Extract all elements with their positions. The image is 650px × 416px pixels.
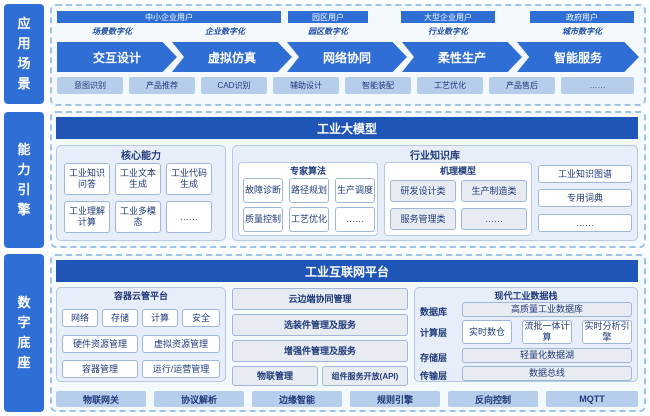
data-stack-title: 现代工业数据栈 bbox=[494, 290, 558, 301]
chevron-step: 网络协同 bbox=[287, 42, 407, 72]
expert-algorithm-title: 专家算法 bbox=[289, 165, 326, 176]
cloud-resource-item: 安全 bbox=[182, 309, 220, 327]
mechanism-model-item: 生产制造类 bbox=[461, 180, 527, 202]
platform-title-bar: 工业互联网平台 bbox=[56, 260, 638, 282]
core-capability-item: …… bbox=[166, 201, 212, 233]
core-capability-title: 核心能力 bbox=[121, 150, 161, 162]
cloud-resource-item: 计算 bbox=[142, 309, 178, 327]
knowledge-more-item: …… bbox=[538, 214, 632, 232]
stack-layer-label: 数据库 bbox=[420, 307, 448, 317]
expert-algorithm-item: 故障诊断 bbox=[243, 178, 283, 203]
cloud-management-item: 硬件资源管理 bbox=[62, 335, 138, 353]
knowledge-graph-item: 工业知识图谱 bbox=[538, 165, 632, 183]
stack-layer-label: 传输层 bbox=[420, 371, 448, 381]
scenario-pill: 意图识别 bbox=[57, 77, 123, 94]
cloud-management-item: 运行/运营管理 bbox=[142, 360, 220, 378]
component-api: 组件服务开放(API) bbox=[322, 366, 408, 386]
enhanced-parts-service: 增强件管理及服务 bbox=[232, 340, 408, 362]
dictionary-item: 专用词典 bbox=[538, 189, 632, 207]
user-sub: 城市数字化 bbox=[562, 26, 602, 36]
knowledge-base-title: 行业知识库 bbox=[410, 150, 460, 162]
cloud-resource-item: 存储 bbox=[102, 309, 138, 327]
mechanism-model-item: 研发设计类 bbox=[390, 180, 456, 202]
user-sub: 企业数字化 bbox=[205, 26, 245, 36]
core-capability-item: 工业理解计算 bbox=[64, 201, 110, 233]
scenario-pill: 辅助设计 bbox=[273, 77, 339, 94]
edge-capability-pill: 边缘智能 bbox=[252, 391, 342, 407]
user-sub: 园区数字化 bbox=[308, 26, 348, 36]
expert-algorithm-item: 工艺优化 bbox=[289, 207, 329, 232]
edge-capability-pill: 协议解析 bbox=[154, 391, 244, 407]
scenario-pill: 工艺优化 bbox=[417, 77, 483, 94]
stack-layer-label: 计算层 bbox=[420, 328, 448, 338]
scenario-pill: 产品推荐 bbox=[129, 77, 195, 94]
mechanism-model-item: 服务管理类 bbox=[390, 208, 456, 230]
stack-layer-item: 高质量工业数据库 bbox=[462, 302, 632, 317]
edge-capability-pill: MQTT bbox=[546, 391, 638, 407]
edge-capability-pill: 物联网关 bbox=[56, 391, 146, 407]
iot-management: 物联管理 bbox=[232, 366, 318, 386]
user-sub: 场景数字化 bbox=[92, 26, 132, 36]
chevron-step: 智能服务 bbox=[517, 42, 639, 72]
stack-layer-label: 存储层 bbox=[420, 353, 448, 363]
expert-algorithm-item: 质量控制 bbox=[243, 207, 283, 232]
edge-capability-pill: 反向控制 bbox=[448, 391, 538, 407]
stack-layer-item: 流批一体计算 bbox=[522, 320, 572, 344]
mechanism-model-item: …… bbox=[461, 208, 527, 230]
expert-algorithm-item: 路径规划 bbox=[289, 178, 329, 203]
stack-layer-item: 数据总线 bbox=[462, 366, 632, 381]
cloud-management-item: 容器管理 bbox=[62, 360, 138, 378]
scenario-pill: 产品售后 bbox=[489, 77, 555, 94]
chevron-step: 柔性生产 bbox=[402, 42, 522, 72]
stack-layer-item: 实时数仓 bbox=[462, 320, 512, 344]
core-capability-item: 工业多模态 bbox=[115, 201, 161, 233]
optional-parts-service: 选装件管理及服务 bbox=[232, 314, 408, 336]
core-capability-item: 工业知识问答 bbox=[64, 163, 110, 195]
user-tab-sme: 中小企业用户 bbox=[57, 11, 281, 23]
core-capability-item: 工业代码生成 bbox=[166, 163, 212, 195]
model-title-bar: 工业大模型 bbox=[56, 117, 638, 139]
side-label-engine: 能力引擎 bbox=[4, 112, 44, 248]
user-tab-gov: 政府用户 bbox=[530, 11, 634, 23]
cloud-edge-management: 云边端协同管理 bbox=[232, 288, 408, 310]
stack-layer-item: 轻量化数据湖 bbox=[462, 348, 632, 363]
container-cloud-title: 容器云管平台 bbox=[113, 290, 168, 301]
chevron-step: 虚拟仿真 bbox=[172, 42, 292, 72]
user-sub: 行业数字化 bbox=[428, 26, 468, 36]
side-label-base: 数字底座 bbox=[4, 254, 44, 412]
cloud-resource-item: 网络 bbox=[62, 309, 98, 327]
core-capability-item: 工业文本生成 bbox=[115, 163, 161, 195]
side-label-application: 应用场景 bbox=[4, 4, 44, 104]
user-tab-large: 大型企业用户 bbox=[401, 11, 495, 23]
mechanism-model-title: 机理模型 bbox=[439, 165, 476, 176]
edge-capability-pill: 规则引擎 bbox=[350, 391, 440, 407]
user-tab-park: 园区用户 bbox=[288, 11, 368, 23]
expert-algorithm-item: 生产调度 bbox=[335, 178, 375, 203]
scenario-pill: …… bbox=[561, 77, 634, 94]
scenario-pill: CAD识别 bbox=[201, 77, 267, 94]
expert-algorithm-item: …… bbox=[335, 207, 375, 232]
chevron-step: 交互设计 bbox=[57, 42, 177, 72]
cloud-management-item: 虚拟资源管理 bbox=[142, 335, 220, 353]
scenario-pill: 智能装配 bbox=[345, 77, 411, 94]
stack-layer-item: 实时分析引擎 bbox=[582, 320, 632, 344]
